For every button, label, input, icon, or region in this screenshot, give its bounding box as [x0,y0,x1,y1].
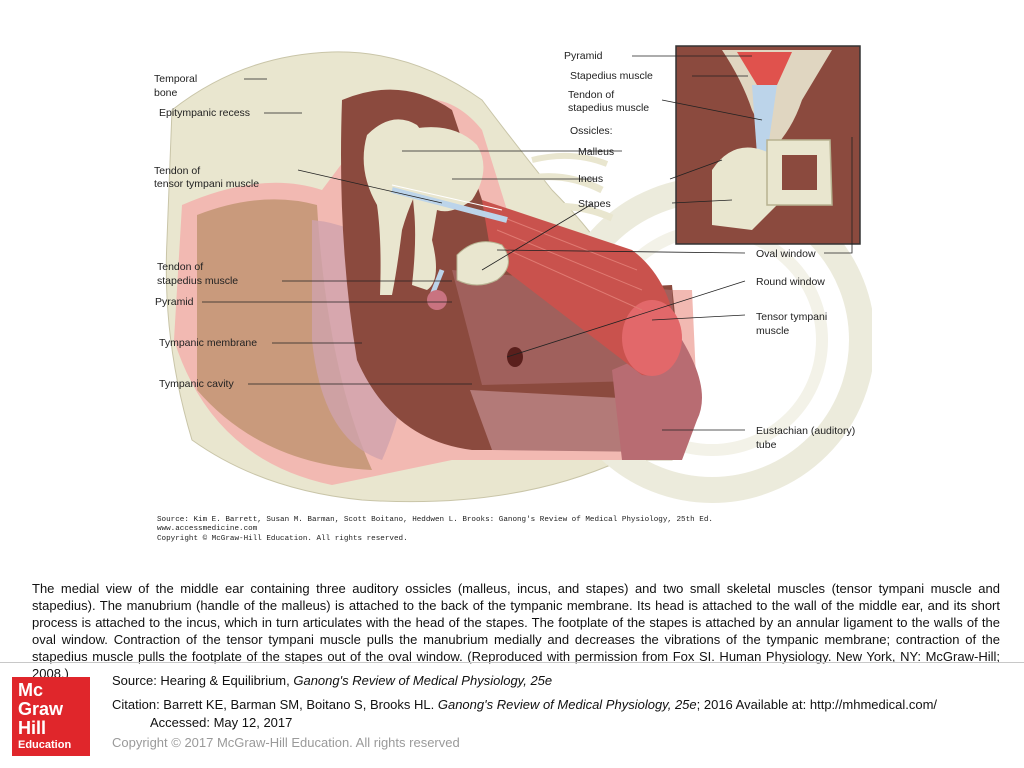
source-prefix: Source: Hearing & Equilibrium, [112,673,294,688]
figure-copyright: Copyright © McGraw-Hill Education. All r… [157,534,408,543]
label-epitympanic-recess: Epitympanic recess [159,107,250,119]
accessed-date: Accessed: May 12, 2017 [150,715,293,730]
label-tendon-stapedius-2: stapedius muscle [157,275,238,287]
label-pyramid-inset: Pyramid [564,50,603,62]
label-tympanic-membrane: Tympanic membrane [159,337,257,349]
label-tensor-tympani-2: muscle [756,325,789,337]
incus-shape [407,127,484,291]
citation-prefix: Citation: Barrett KE, Barman SM, Boitano… [112,697,438,712]
label-tendon-tensor-1: Tendon of [154,165,200,177]
svg-text:Temporal: Temporal [154,73,197,85]
label-temporal-bone-2: bone [154,87,178,99]
leader-lines [202,55,853,431]
citation-row: Citation: Barrett KE, Barman SM, Boitano… [112,696,1012,714]
svg-text:bone: bone [154,87,178,99]
citation-title: Ganong's Review of Medical Physiology, 2… [437,697,697,712]
label-pyramid-left: Pyramid [155,296,194,308]
label-temporal-bone-1: Temporal [154,73,197,85]
label-stapedius-muscle: Stapedius muscle [570,70,653,82]
source-row: Source: Hearing & Equilibrium, Ganong's … [112,672,1012,690]
logo-line-2: Graw [18,699,64,719]
source-title: Ganong's Review of Medical Physiology, 2… [293,673,553,688]
stapes-shape [456,241,509,286]
logo-line-3: Hill [18,718,47,738]
citation-suffix: ; 2016 Available at: http://mhmedical.co… [696,697,938,712]
label-incus: Incus [578,173,603,185]
label-oval-window: Oval window [756,248,816,260]
label-tendon-stapedius-inset-2: stapedius muscle [568,102,649,114]
label-tendon-tensor-2: tensor tympani muscle [154,178,259,190]
logo-line-1: Mc [18,680,44,700]
figure-source-line: Source: Kim E. Barrett, Susan M. Barman,… [157,516,713,524]
citation-block: Source: Hearing & Equilibrium, Ganong's … [112,672,1012,752]
label-tendon-stapedius-inset-1: Tendon of [568,89,614,101]
label-stapes: Stapes [578,198,611,210]
copyright-notice: Copyright © 2017 McGraw-Hill Education. … [112,735,460,750]
label-tendon-stapedius-1: Tendon of [157,261,203,273]
stapes-inset [675,45,861,245]
logo-line-4: Education [18,739,72,751]
middle-ear-diagram: Temporal bone Epitympanic recess Tendon … [154,45,872,543]
mcgraw-hill-logo: Mc Graw Hill Education [12,677,90,756]
label-eustachian-1: Eustachian (auditory) [756,425,855,437]
label-malleus: Malleus [578,146,614,158]
figure-source-url: www.accessmedicine.com [157,525,258,533]
footer-divider [0,662,1024,663]
label-tympanic-cavity: Tympanic cavity [159,378,234,390]
middle-ear-figure: Temporal bone Epitympanic recess Tendon … [152,40,872,545]
label-eustachian-2: tube [756,439,777,451]
label-round-window: Round window [756,276,825,288]
label-ossicles: Ossicles: [570,125,613,137]
label-tensor-tympani-1: Tensor tympani [756,311,827,323]
